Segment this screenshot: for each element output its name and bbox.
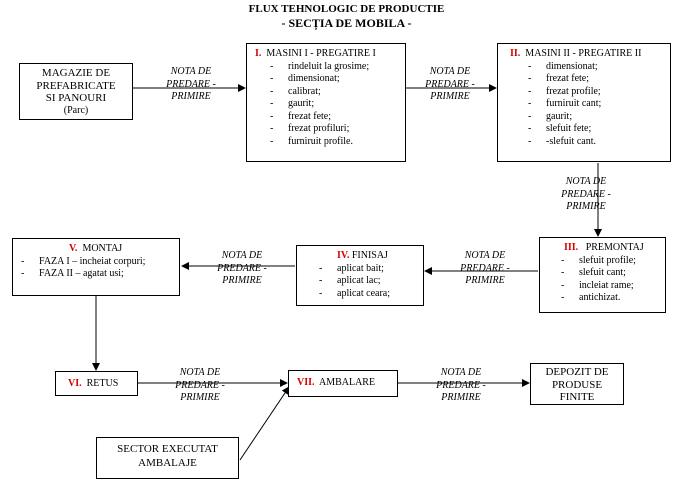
stage-2-list: dimensionat; frezat fete; frezat profile… xyxy=(510,61,670,149)
magazie-line-4: (Parc) xyxy=(63,104,89,116)
stage-3-title: PREMONTAJ xyxy=(585,242,644,253)
diagram-subtitle: - SECȚIA DE MOBILA - xyxy=(0,16,693,31)
stage-1-header: I. MASINI I - PREGATIRE I xyxy=(255,48,405,61)
stage-1-item: gaurit; xyxy=(270,98,405,111)
stage-1-item: frezat profiluri; xyxy=(270,123,405,136)
stage-3-item: antichizat. xyxy=(561,292,665,305)
stage-2-number: II. xyxy=(510,48,521,59)
stage-6-title: RETUS xyxy=(86,378,119,389)
stage-2-item: dimensionat; xyxy=(528,61,670,74)
stage-5-item: FAZA I – incheiat corpuri; xyxy=(21,256,179,269)
title-line-2: - SECȚIA DE MOBILA - xyxy=(281,16,412,30)
stage-4-header: IV. FINISAJ xyxy=(337,250,423,263)
stage-3-item: slefuit profile; xyxy=(561,255,665,268)
stage-2-item: -slefuit cant. xyxy=(528,136,670,149)
stage-2-item: frezat fete; xyxy=(528,73,670,86)
stage-4-item: aplicat lac; xyxy=(319,275,423,288)
stage-1-item: frezat fete; xyxy=(270,111,405,124)
box-stage-6: VI. RETUS xyxy=(55,371,138,396)
stage-1-item: calibrat; xyxy=(270,86,405,99)
stage-5-number: V. xyxy=(69,243,78,254)
nota-label-1: NOTA DE PREDARE - PRIMIRE xyxy=(166,66,216,102)
stage-3-number: III. xyxy=(564,242,579,253)
magazie-line-2: PREFABRICATE xyxy=(36,79,116,92)
stage-1-list: rindeluit la grosime; dimensionat; calib… xyxy=(255,61,405,149)
stage-2-title: MASINI II - PREGATIRE II xyxy=(525,48,642,59)
stage-3-header: III. PREMONTAJ xyxy=(564,242,665,255)
stage-2-header: II. MASINI II - PREGATIRE II xyxy=(510,48,670,61)
nota-label-6: NOTA DE PREDARE - PRIMIRE xyxy=(175,367,225,403)
stage-5-list: FAZA I – incheiat corpuri; FAZA II – aga… xyxy=(13,256,179,281)
nota-label-4: NOTA DE PREDARE - PRIMIRE xyxy=(460,250,510,286)
stage-1-item: rindeluit la grosime; xyxy=(270,61,405,74)
stage-7-number: VII. xyxy=(297,377,315,388)
stage-2-item: slefuit fete; xyxy=(528,123,670,136)
stage-3-item: slefuit cant; xyxy=(561,267,665,280)
title-line-1: FLUX TEHNOLOGIC DE PRODUCTIE xyxy=(248,3,445,15)
nota-label-2: NOTA DE PREDARE - PRIMIRE xyxy=(425,66,475,102)
box-stage-2: II. MASINI II - PREGATIRE II dimensionat… xyxy=(497,43,671,162)
stage-2-item: frezat profile; xyxy=(528,86,670,99)
stage-6-number: VI. xyxy=(68,378,82,389)
stage-1-item: dimensionat; xyxy=(270,73,405,86)
depozit-line-3: FINITE xyxy=(559,391,595,403)
stage-5-header: V. MONTAJ xyxy=(13,243,179,256)
magazie-line-3: SI PANOURI xyxy=(45,92,107,104)
stage-4-item: aplicat ceara; xyxy=(319,288,423,301)
diagram-title: FLUX TEHNOLOGIC DE PRODUCTIE xyxy=(0,3,693,15)
sector-line-1: SECTOR EXECUTAT xyxy=(117,443,218,455)
box-stage-4: IV. FINISAJ aplicat bait; aplicat lac; a… xyxy=(296,245,424,306)
box-magazie: MAGAZIE DE PREFABRICATE SI PANOURI (Parc… xyxy=(19,63,133,120)
magazie-line-1: MAGAZIE DE xyxy=(41,67,111,79)
box-stage-1: I. MASINI I - PREGATIRE I rindeluit la g… xyxy=(246,43,406,162)
stage-1-item: furniruit profile. xyxy=(270,136,405,149)
stage-5-item: FAZA II – agatat usi; xyxy=(21,268,179,281)
depozit-line-2: PRODUSE xyxy=(551,378,603,391)
stage-3-list: slefuit profile; slefuit cant; incleiat … xyxy=(561,255,665,305)
stage-2-item: gaurit; xyxy=(528,111,670,124)
nota-label-7: NOTA DE PREDARE - PRIMIRE xyxy=(436,367,486,403)
box-stage-3: III. PREMONTAJ slefuit profile; slefuit … xyxy=(539,237,666,313)
stage-2-item: furniruit cant; xyxy=(528,98,670,111)
stage-4-title: FINISAJ xyxy=(351,250,388,261)
stage-4-number: IV. xyxy=(337,250,350,261)
nota-label-3: NOTA DE PREDARE - PRIMIRE xyxy=(561,176,611,212)
box-sector-ambalaje: SECTOR EXECUTAT AMBALAJE xyxy=(96,437,239,479)
stage-4-list: aplicat bait; aplicat lac; aplicat ceara… xyxy=(319,263,423,301)
box-stage-5: V. MONTAJ FAZA I – incheiat corpuri; FAZ… xyxy=(12,238,180,296)
box-stage-7: VII. AMBALARE xyxy=(288,370,398,397)
nota-label-5: NOTA DE PREDARE - PRIMIRE xyxy=(217,250,267,286)
stage-4-item: aplicat bait; xyxy=(319,263,423,276)
box-depozit: DEPOZIT DE PRODUSE FINITE xyxy=(530,363,624,405)
stage-7-title: AMBALARE xyxy=(318,377,376,388)
arrow-sector-to-stage7 xyxy=(239,386,290,461)
sector-line-2: AMBALAJE xyxy=(138,457,197,469)
depozit-line-1: DEPOZIT DE xyxy=(545,366,609,378)
stage-1-title: MASINI I - PREGATIRE I xyxy=(266,48,376,59)
stage-1-number: I. xyxy=(255,48,262,59)
stage-3-item: incleiat rame; xyxy=(561,280,665,293)
stage-5-title: MONTAJ xyxy=(82,243,123,254)
